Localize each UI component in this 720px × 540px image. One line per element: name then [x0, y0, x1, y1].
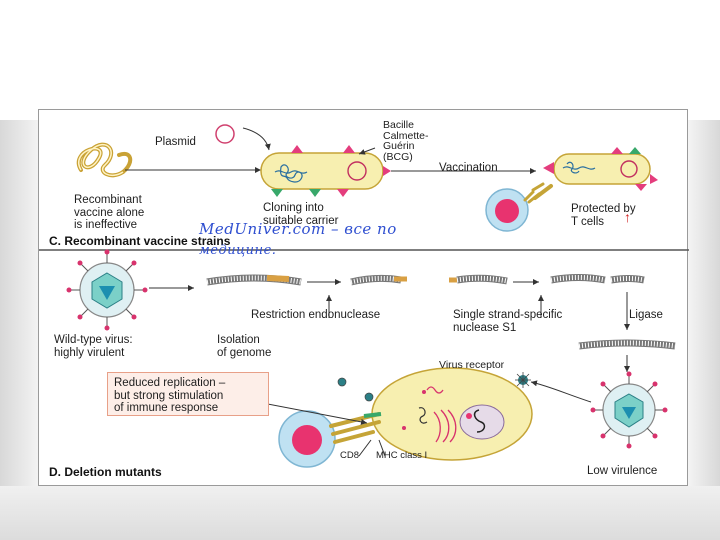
bcg-bacterium-2 [543, 147, 658, 191]
recombinant-dna [76, 142, 133, 178]
genome-strip-3 [449, 274, 508, 285]
watermark-line-1: MedUniver.com – все по [199, 220, 397, 238]
label-virus-receptor: Virus receptor [439, 359, 505, 371]
label-wild-type: Wild-type virus: highly virulent [54, 334, 133, 359]
label-vaccination: Vaccination [439, 162, 498, 174]
label-ligase: Ligase [629, 309, 663, 321]
panel-d-title: D. Deletion mutants [49, 465, 162, 479]
infected-cell [371, 367, 533, 461]
label-cloning: Cloning into suitable carrier [263, 202, 339, 227]
bcg-bacterium-1 [260, 145, 391, 197]
genome-strip-5 [578, 339, 676, 350]
label-protected: Protected by T cells [571, 203, 636, 228]
wild-type-virus [66, 249, 148, 331]
slide-bottom-bar [0, 486, 720, 540]
reduced-replication-callout: Reduced replication – but strong stimula… [107, 372, 269, 416]
figure: Plasmid Bacille Calmette- Guérin (BCG) R… [38, 109, 689, 486]
label-mhc: MHC class I [376, 450, 428, 461]
released-virions [337, 377, 374, 402]
t-cell [485, 182, 553, 232]
diagram-artwork [39, 124, 689, 468]
label-restriction: Restriction endonuclease [251, 309, 381, 321]
genome-strip-4 [550, 274, 645, 284]
label-recombinant: Recombinant vaccine alone is ineffective [74, 194, 145, 231]
label-cd8: CD8 [340, 450, 360, 461]
label-reduced: Reduced replication – but strong stimula… [114, 377, 226, 414]
watermark-line-2: медицине. [199, 243, 277, 258]
label-isolation: Isolation of genome [217, 334, 272, 359]
label-bcg: Bacille Calmette- Guérin (BCG) [383, 119, 429, 163]
panel-c-title: C. Recombinant vaccine strains [49, 234, 231, 248]
cd8-t-cell [278, 410, 382, 468]
label-s1: Single strand-specific nuclease S1 [453, 309, 563, 334]
label-low-virulence: Low virulence [587, 465, 658, 477]
plasmid-circle [215, 124, 235, 144]
protected-up-arrow: ↑ [624, 209, 631, 225]
low-virulence-virus [590, 371, 668, 449]
genome-strip-1 [206, 274, 302, 286]
slide-right-shading [688, 120, 720, 540]
label-plasmid: Plasmid [155, 136, 196, 148]
genome-strip-2 [350, 274, 407, 286]
slide-left-shading [0, 120, 40, 540]
